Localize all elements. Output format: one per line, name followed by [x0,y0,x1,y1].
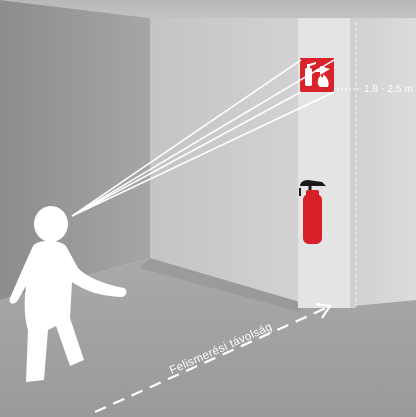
right-wall [352,18,416,306]
left-wall [0,0,150,300]
pillar-edge [350,18,356,308]
back-wall [150,18,300,302]
mounting-height-label: 1,8 - 2,5 m [364,84,413,95]
